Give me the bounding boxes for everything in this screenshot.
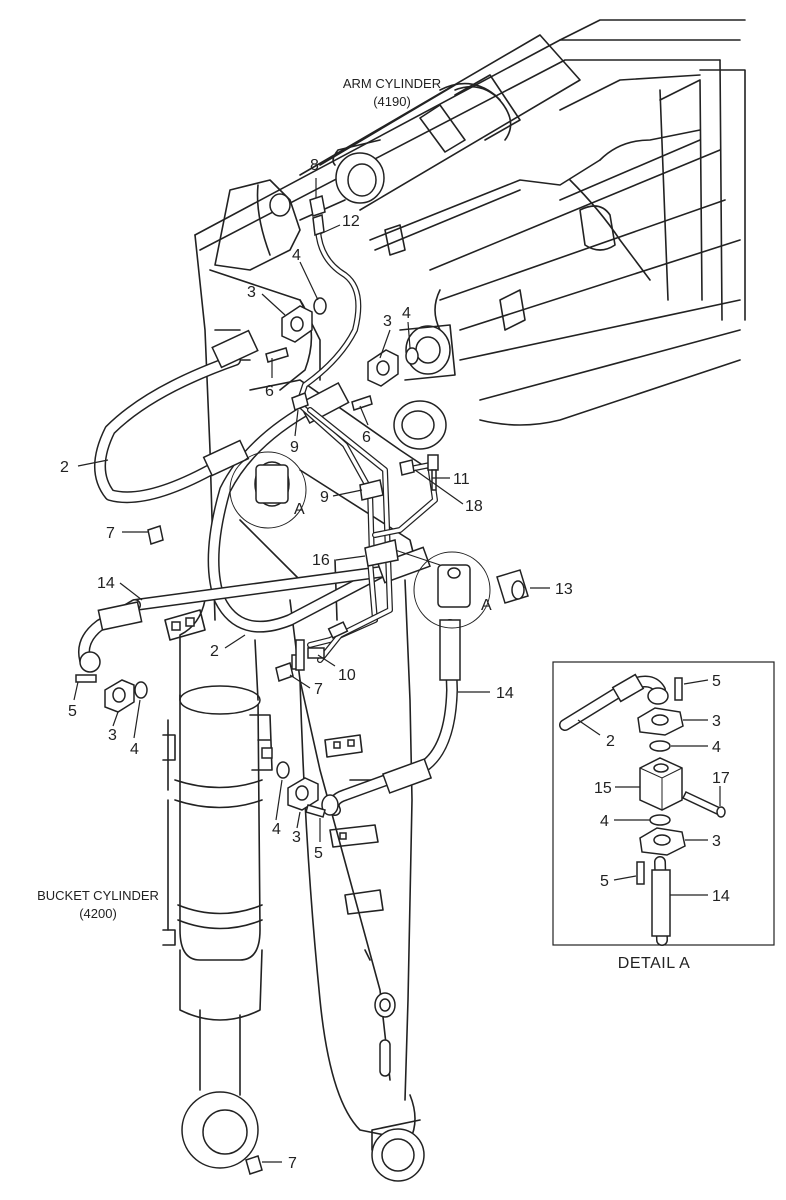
detail-callout-4-top: 4	[712, 739, 721, 756]
callout-3-upper: 3	[247, 284, 256, 301]
callout-9-upper: 9	[290, 439, 299, 456]
bucket-cylinder	[162, 599, 273, 1169]
callout-14-right: 14	[496, 685, 514, 702]
callout-9-lower: 9	[320, 489, 329, 506]
detail-callout-4-lower: 4	[600, 813, 609, 830]
callout-5-lower-mid: 5	[314, 845, 323, 862]
callout-4-lower-left: 4	[130, 741, 139, 758]
arm-cylinder-code: (4190)	[373, 94, 411, 109]
callout-12: 12	[342, 213, 360, 230]
callout-16: 16	[312, 552, 330, 569]
callout-3-mid: 3	[383, 313, 392, 330]
callout-2-lower: 2	[210, 643, 219, 660]
callout-6-left: 6	[265, 383, 274, 400]
detail-a-marker-upper	[229, 451, 307, 529]
detail-callout-3-top: 3	[712, 713, 721, 730]
callout-5-left: 5	[68, 703, 77, 720]
callout-4-mid: 4	[402, 305, 411, 322]
callout-a-upper: A	[294, 501, 305, 518]
callout-4-lower-mid: 4	[272, 821, 281, 838]
callout-10: 10	[338, 667, 356, 684]
main-labels: ARM CYLINDER (4190) BUCKET CYLINDER (420…	[37, 76, 573, 1172]
callout-4-upper: 4	[292, 247, 301, 264]
boom-structure	[194, 19, 746, 450]
detail-callout-17: 17	[712, 770, 730, 787]
callout-14-left: 14	[97, 575, 115, 592]
callout-18: 18	[465, 498, 483, 515]
detail-callout-14: 14	[712, 888, 730, 905]
callout-13: 13	[555, 581, 573, 598]
detail-callout-5-top: 5	[712, 673, 721, 690]
detail-callout-3-lower: 3	[712, 833, 721, 850]
detail-callout-5-lower: 5	[600, 873, 609, 890]
leader-lines	[73, 178, 550, 1163]
detail-a-box: 5 3 2 4 15 17 4 3 5 14 DETAIL A	[552, 661, 775, 972]
arm-cylinder-title: ARM CYLINDER	[343, 76, 441, 91]
callout-2-upper: 2	[60, 459, 69, 476]
callout-a-lower: A	[481, 597, 492, 614]
detail-a-title: DETAIL A	[618, 955, 690, 972]
detail-callout-15: 15	[594, 780, 612, 797]
callout-7-mid: 7	[314, 681, 323, 698]
callout-8: 8	[310, 157, 319, 174]
callout-6-right: 6	[362, 429, 371, 446]
detail-callout-2: 2	[606, 733, 615, 750]
small-parts	[75, 297, 529, 1175]
callout-3-lower-mid: 3	[292, 829, 301, 846]
detail-a-marker-lower	[413, 551, 491, 629]
bucket-cylinder-code: (4200)	[79, 906, 117, 921]
callout-7-upper: 7	[106, 525, 115, 542]
callout-3-lower-left: 3	[108, 727, 117, 744]
bucket-cylinder-title: BUCKET CYLINDER	[37, 888, 159, 903]
arm-cylinder	[299, 34, 581, 221]
steel-tubes	[291, 195, 471, 671]
callout-11: 11	[453, 471, 470, 488]
callout-7-bottom: 7	[288, 1155, 297, 1172]
